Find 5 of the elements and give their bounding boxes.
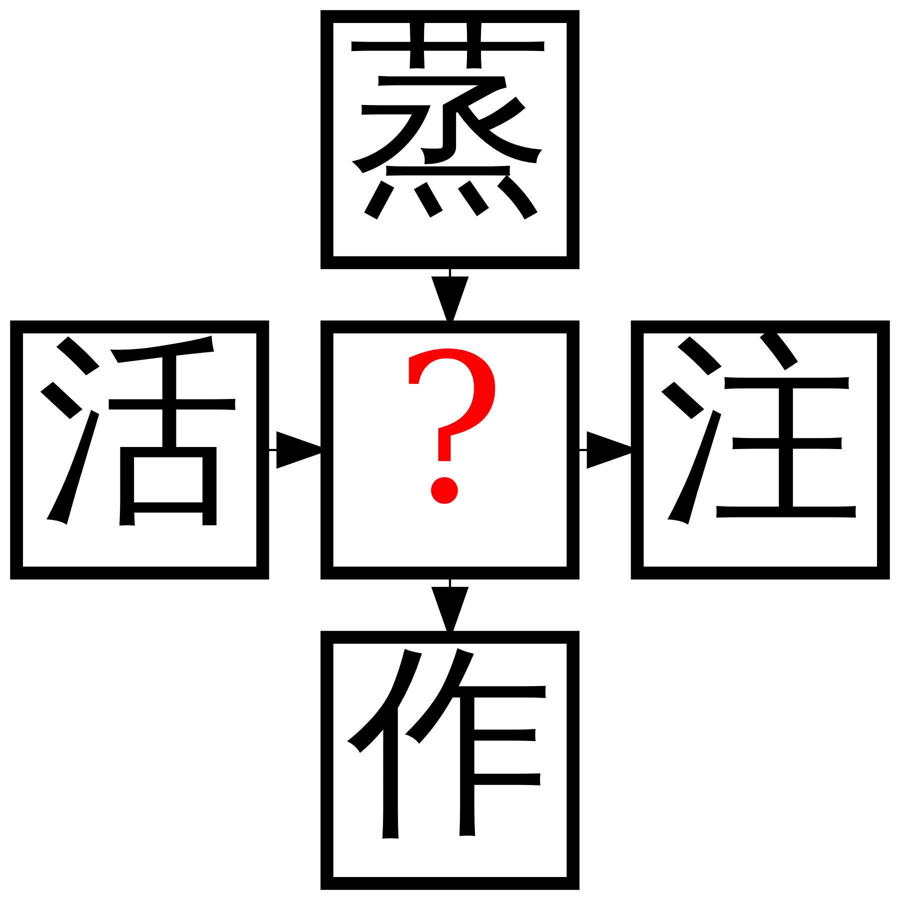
node-box: 注 [630,320,890,580]
node-box: 活 [10,320,270,580]
node-box: ? [320,320,580,580]
node-box: 蒸 [320,10,580,270]
node-box: 作 [320,630,580,890]
